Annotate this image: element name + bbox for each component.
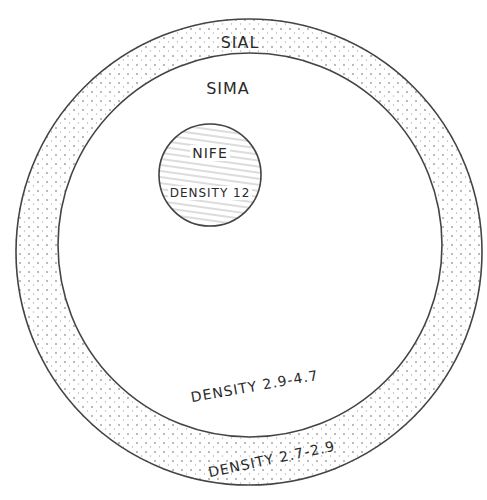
core-hatching [150, 115, 270, 235]
crust-stipple [15, 18, 483, 486]
density-label: DENSITY 2.9-4.7 [188, 367, 322, 406]
text-holder: SIAL [219, 33, 262, 52]
density-label: DENSITY 12 [168, 186, 253, 200]
layer-name: SIAL [219, 33, 262, 52]
text-holder: NIFE [190, 144, 230, 162]
layer-outline [158, 123, 262, 227]
text-holder: SIMA [204, 79, 252, 98]
mantle-layer: SIMA DENSITY 2.9-4.7 NIFE DENSITY 12 [57, 52, 443, 438]
text-holder: DENSITY 12 [168, 183, 253, 201]
text-holder: DENSITY 2.9-4.7 [188, 366, 322, 407]
layer-name: NIFE [190, 145, 230, 161]
layer-name: SIMA [204, 79, 252, 98]
layer-boundary [16, 19, 482, 485]
layer-boundary [159, 124, 261, 226]
layer-boundary [58, 53, 442, 437]
crust-layer: SIALDENSITY 2.7-2.9SIMADENSITY 2.9-4.7NI… [15, 18, 483, 486]
core-layer: NIFE DENSITY 12 [158, 123, 262, 227]
